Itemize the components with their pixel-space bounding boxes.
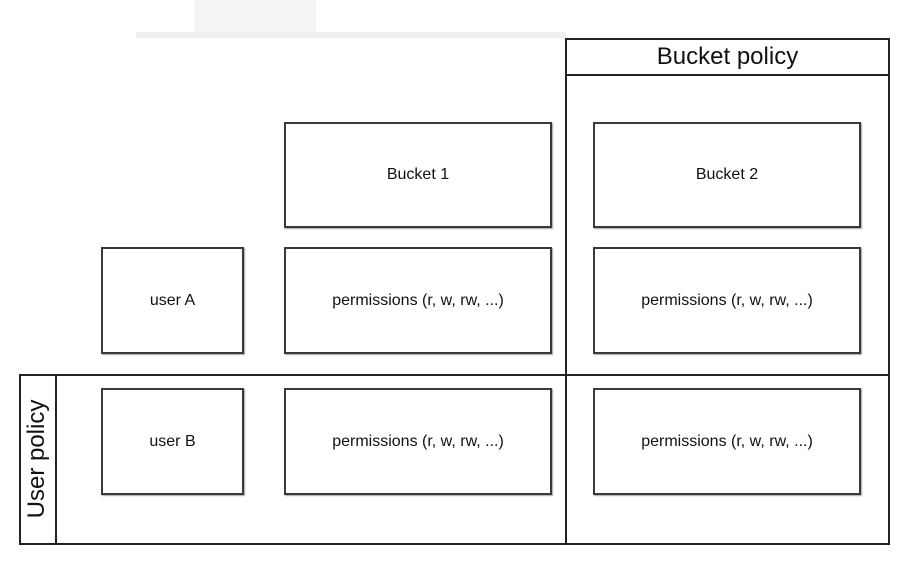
bucket-1-label: Bucket 1 [386, 166, 450, 183]
permissions-label: permissions (r, w, rw, ...) [641, 291, 813, 309]
permissions-user-a-bucket-1: permissions (r, w, rw, ...) [284, 247, 552, 354]
permissions-user-a-bucket-2: permissions (r, w, rw, ...) [593, 247, 861, 354]
user-policy-label: User policy [23, 399, 50, 519]
background-artifact [194, 0, 316, 38]
bucket-2-box: Bucket 2 [593, 122, 861, 228]
permissions-user-b-bucket-1: permissions (r, w, rw, ...) [284, 388, 552, 495]
bucket-policy-label: Bucket policy [656, 43, 799, 70]
background-artifact [136, 32, 566, 38]
permissions-user-b-bucket-2: permissions (r, w, rw, ...) [593, 388, 861, 495]
user-a-label: user A [149, 291, 196, 309]
permissions-label: permissions (r, w, rw, ...) [641, 432, 813, 450]
user-a-box: user A [101, 247, 244, 354]
bucket-1-box: Bucket 1 [284, 122, 552, 228]
permissions-label: permissions (r, w, rw, ...) [332, 291, 504, 309]
bucket-policy-title: Bucket policy [565, 38, 890, 76]
bucket-2-label: Bucket 2 [695, 166, 759, 183]
permissions-label: permissions (r, w, rw, ...) [332, 432, 504, 450]
user-b-label: user B [149, 432, 196, 450]
user-b-box: user B [101, 388, 244, 495]
user-policy-title-box [19, 374, 57, 545]
